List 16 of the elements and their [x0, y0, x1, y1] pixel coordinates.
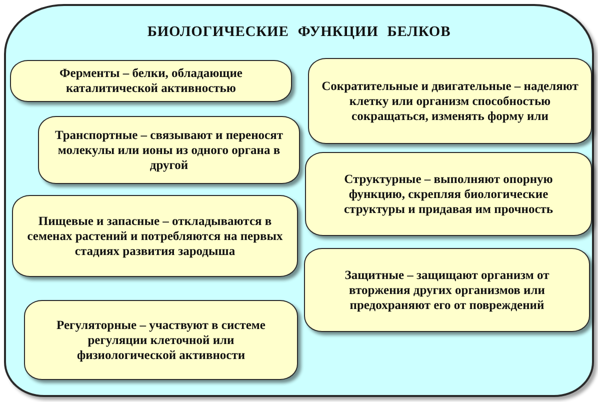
- card-text: Транспортные – связывают и переносят молекулы или ионы из одного органа в другой: [54, 128, 284, 172]
- function-card: [38, 116, 300, 184]
- card-text: Регуляторные – участвуют в системе регуляции клеточной или физиологической активности: [56, 318, 266, 362]
- function-card: [10, 60, 292, 102]
- function-card: [304, 248, 590, 332]
- function-card: [12, 195, 298, 277]
- panel-title: БИОЛОГИЧЕСКИЕ ФУНКЦИИ БЕЛКОВ: [147, 24, 451, 41]
- card-text: Пищевые и запасные – откладываются в семенах растений и потребляются на первых стадиях развития зародыша: [26, 214, 284, 258]
- function-card: [305, 152, 592, 236]
- card-text: Ферменты – белки, обладающие каталитической активностью: [58, 66, 244, 96]
- rounded-panel: [4, 4, 594, 397]
- function-card: [24, 300, 298, 380]
- card-text: Структурные – выполняют опорную функцию, скрепляя биологические структуры и придавая им прочность: [342, 172, 554, 216]
- card-text: Защитные – защищают организм от вторжения других организмов или предохраняют его от повреждений: [344, 268, 550, 312]
- card-text: Сократительные и двигательные – наделяют клетку или организм способностью сокращаться, изменять форму или: [321, 78, 579, 124]
- function-card: [308, 58, 592, 144]
